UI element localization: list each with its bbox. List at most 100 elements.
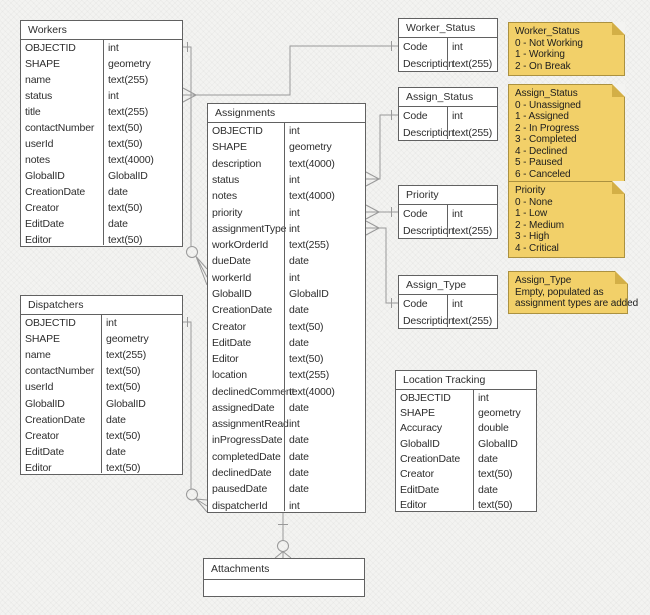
field-type: GlobalID: [478, 437, 518, 450]
field-name: workOrderId: [212, 239, 269, 252]
note-line: 4 - Critical: [515, 242, 559, 254]
field-name: name: [25, 349, 51, 362]
field-type: text(50): [106, 381, 141, 394]
field-type: text(50): [108, 138, 143, 150]
field-name: Creator: [25, 202, 59, 214]
field-type: text(50): [106, 365, 141, 378]
field-type: int: [452, 109, 463, 122]
field-row: contactNumber text(50): [21, 363, 182, 379]
note-line: 2 - Medium: [515, 219, 565, 231]
field-name: notes: [212, 190, 237, 203]
field-name: description: [212, 157, 262, 170]
field-name: SHAPE: [400, 407, 435, 420]
field-name: contactNumber: [25, 365, 95, 378]
field-type: int: [289, 499, 300, 512]
field-name: OBJECTID: [25, 42, 76, 54]
field-type: text(4000): [289, 190, 335, 203]
field-type: date: [106, 413, 126, 426]
table-title: Assign_Status: [399, 88, 497, 107]
field-type: int: [289, 222, 300, 235]
column-divider: [447, 205, 448, 237]
field-name: EditDate: [212, 336, 252, 349]
field-type: int: [478, 391, 489, 404]
table-title: Attachments: [204, 559, 364, 580]
column-divider: [103, 40, 104, 245]
field-type: date: [478, 483, 498, 496]
field-type: text(4000): [289, 385, 335, 398]
field-type: text(50): [106, 429, 141, 442]
field-type: int: [452, 40, 463, 53]
table-title: Assign_Type: [399, 276, 497, 295]
field-name: CreationDate: [212, 304, 273, 317]
field-name: SHAPE: [25, 58, 60, 70]
field-name: Code: [403, 40, 428, 53]
note-line: 2 - On Break: [515, 60, 571, 72]
note-line: 3 - Completed: [515, 134, 577, 145]
note-line: 6 - Canceled: [515, 168, 571, 180]
note-line: Empty, populated as: [515, 286, 604, 298]
field-name: dueDate: [212, 255, 251, 268]
field-name: assignmentType: [212, 222, 287, 235]
field-name: declinedComment: [212, 385, 295, 398]
field-name: completedDate: [212, 450, 281, 463]
column-divider: [447, 107, 448, 139]
field-name: CreationDate: [400, 453, 461, 466]
field-name: EditDate: [25, 218, 65, 230]
field-type: GlobalID: [108, 170, 148, 182]
note-line: 1 - Low: [515, 208, 548, 219]
field-type: text(50): [289, 320, 324, 333]
field-name: SHAPE: [25, 333, 60, 346]
field-type: int: [108, 42, 119, 54]
field-row: OBJECTID int: [21, 40, 182, 56]
field-name: CreationDate: [25, 413, 86, 426]
field-type: int: [289, 206, 300, 219]
field-name: pausedDate: [212, 483, 268, 496]
field-type: date: [289, 336, 309, 349]
table-attachments[interactable]: Attachments: [203, 558, 365, 597]
field-type: date: [289, 467, 309, 480]
note-line: 0 - Not Working: [515, 37, 583, 49]
field-type: text(50): [108, 122, 143, 134]
note-title: Worker_Status: [515, 26, 580, 37]
field-name: EditDate: [25, 445, 65, 458]
field-name: notes: [25, 154, 50, 166]
